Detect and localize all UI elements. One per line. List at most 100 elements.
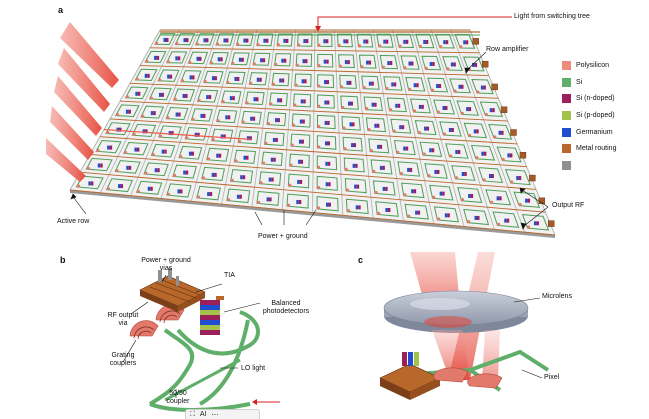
pixel-photodetector [424, 126, 427, 131]
pixel-grating [226, 198, 231, 202]
pixel-grating [392, 129, 396, 133]
pixel-waveguide-loop [442, 56, 463, 71]
pixel-waveguide-loop [343, 157, 365, 173]
pixel-waveguide-loop [252, 52, 271, 66]
pixel-grating [151, 153, 155, 157]
pixel-doped-region [421, 104, 424, 109]
pixel-photodetector [240, 175, 243, 180]
pixel-grating [430, 88, 434, 92]
pixel-grating [215, 42, 220, 46]
ai-button[interactable]: AI [199, 411, 207, 418]
pixel-waveguide-loop [295, 53, 313, 67]
pixel-photodetector [450, 62, 454, 67]
pixel-photodetector [217, 57, 221, 62]
pixel-waveguide-loop [479, 101, 504, 117]
pixel-waveguide-loop [316, 135, 337, 150]
active-row-highlight [103, 128, 251, 140]
row-amplifier-block [529, 174, 536, 182]
pixel-photodetector [298, 159, 301, 164]
pixel-grating [484, 112, 488, 117]
pixel-doped-region [198, 56, 202, 61]
pixel-doped-region [265, 38, 269, 43]
pixel-doped-region [499, 196, 502, 201]
pixel-waveguide-loop [271, 72, 290, 87]
pixel-doped-region [241, 57, 244, 62]
pixel-grating [344, 167, 348, 172]
pixel-photodetector [300, 99, 304, 104]
pixel-photodetector [408, 61, 411, 66]
beam [432, 330, 470, 380]
pixel-photodetector [324, 120, 328, 125]
pixel-waveguide-loop [445, 143, 469, 159]
pixel-grating [475, 156, 479, 160]
pixel-photodetector [246, 136, 250, 141]
row-amplifier-block [500, 106, 508, 113]
pixel-doped-region [442, 191, 445, 196]
pixel-doped-region [409, 167, 413, 172]
pixel-waveguide-loop [226, 188, 251, 204]
pixel-doped-region [327, 141, 331, 146]
pixel-grating [115, 169, 119, 173]
label-grating-couplers: Grating couplers [103, 352, 143, 368]
pixel-grating [188, 60, 192, 64]
power-ground-line [450, 29, 526, 233]
pixel-doped-region [483, 151, 487, 156]
pixel-grating [467, 220, 471, 224]
pixel-doped-region [197, 132, 200, 137]
pixel-photodetector [481, 151, 484, 156]
pixel-waveguide-loop [263, 131, 285, 147]
pixel-doped-region [453, 62, 456, 67]
pixel-grating [446, 67, 450, 71]
label-pixel: Pixel [544, 374, 560, 381]
pixel-waveguide-loop [190, 108, 213, 122]
label-coupler-line2: coupler [166, 398, 190, 405]
pixel-photodetector [324, 100, 327, 105]
pixel-doped-region [275, 137, 278, 142]
power-ground-line [69, 29, 161, 191]
pixel-doped-region [205, 38, 209, 43]
pixel-grating [497, 222, 501, 226]
pixel-doped-region [100, 163, 103, 168]
pixel-waveguide-loop [172, 164, 197, 179]
pixel-doped-region [262, 58, 266, 63]
pixel-doped-region [358, 205, 361, 210]
pixel-photodetector [200, 113, 203, 118]
pixel-doped-region [353, 143, 357, 148]
pixel-waveguide-loop [338, 54, 355, 69]
legend-swatch [562, 60, 571, 70]
pixel-grating [276, 43, 280, 47]
pixel-grating [221, 99, 225, 104]
pixel-grating [252, 62, 256, 66]
pixel-grating [96, 148, 100, 153]
pixel-photodetector [296, 200, 299, 205]
legend-label: Germanium [576, 128, 613, 136]
pixel-grating [396, 150, 400, 154]
pixel-photodetector [344, 60, 348, 65]
more-icon[interactable]: ⋯ [211, 411, 219, 419]
expand-icon[interactable]: ⛶ [190, 410, 195, 418]
pixel-doped-region [218, 153, 222, 158]
pixel-photodetector [256, 77, 260, 82]
pixel-waveguide-loop [203, 70, 224, 84]
pixel-grating [179, 155, 183, 159]
pixel-grating [346, 209, 351, 213]
pixel-grating [338, 64, 342, 68]
pixel-waveguide-loop [383, 76, 403, 91]
pixel-waveguide-loop [336, 33, 353, 48]
power-ground-line [372, 29, 404, 222]
pixel-grating [378, 44, 382, 48]
pixel-grating [289, 163, 293, 167]
power-ground-line [130, 29, 200, 196]
row-routing-line [139, 65, 489, 77]
pixel-waveguide-loop [135, 180, 163, 195]
pixel-doped-region [147, 73, 150, 78]
pixel-waveguide-loop [397, 161, 421, 177]
pixel-photodetector [270, 157, 274, 162]
pixel-grating [106, 187, 111, 191]
row-routing-line [119, 100, 508, 122]
pixel-photodetector [407, 167, 410, 172]
pixel-grating [135, 77, 139, 81]
pixel-grating [274, 62, 278, 67]
pixel-photodetector [429, 148, 432, 153]
pixel-doped-region [178, 112, 181, 117]
